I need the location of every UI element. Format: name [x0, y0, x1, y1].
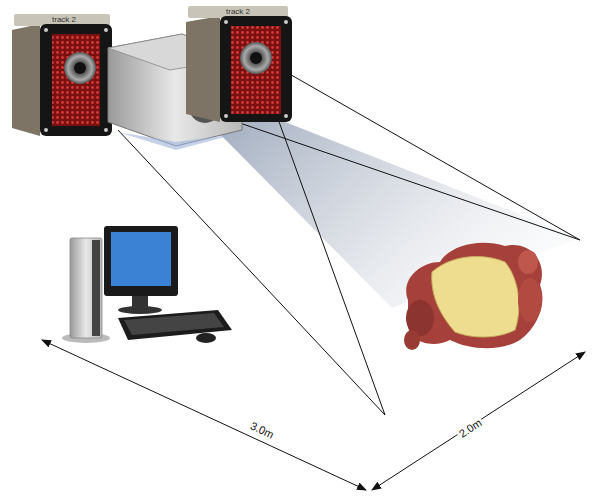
camera-label: track 2: [52, 16, 76, 25]
dimension-label: 2.0m: [455, 415, 485, 441]
camera-label: track 2: [226, 8, 250, 17]
dimension-label: 3.0m: [247, 419, 278, 442]
